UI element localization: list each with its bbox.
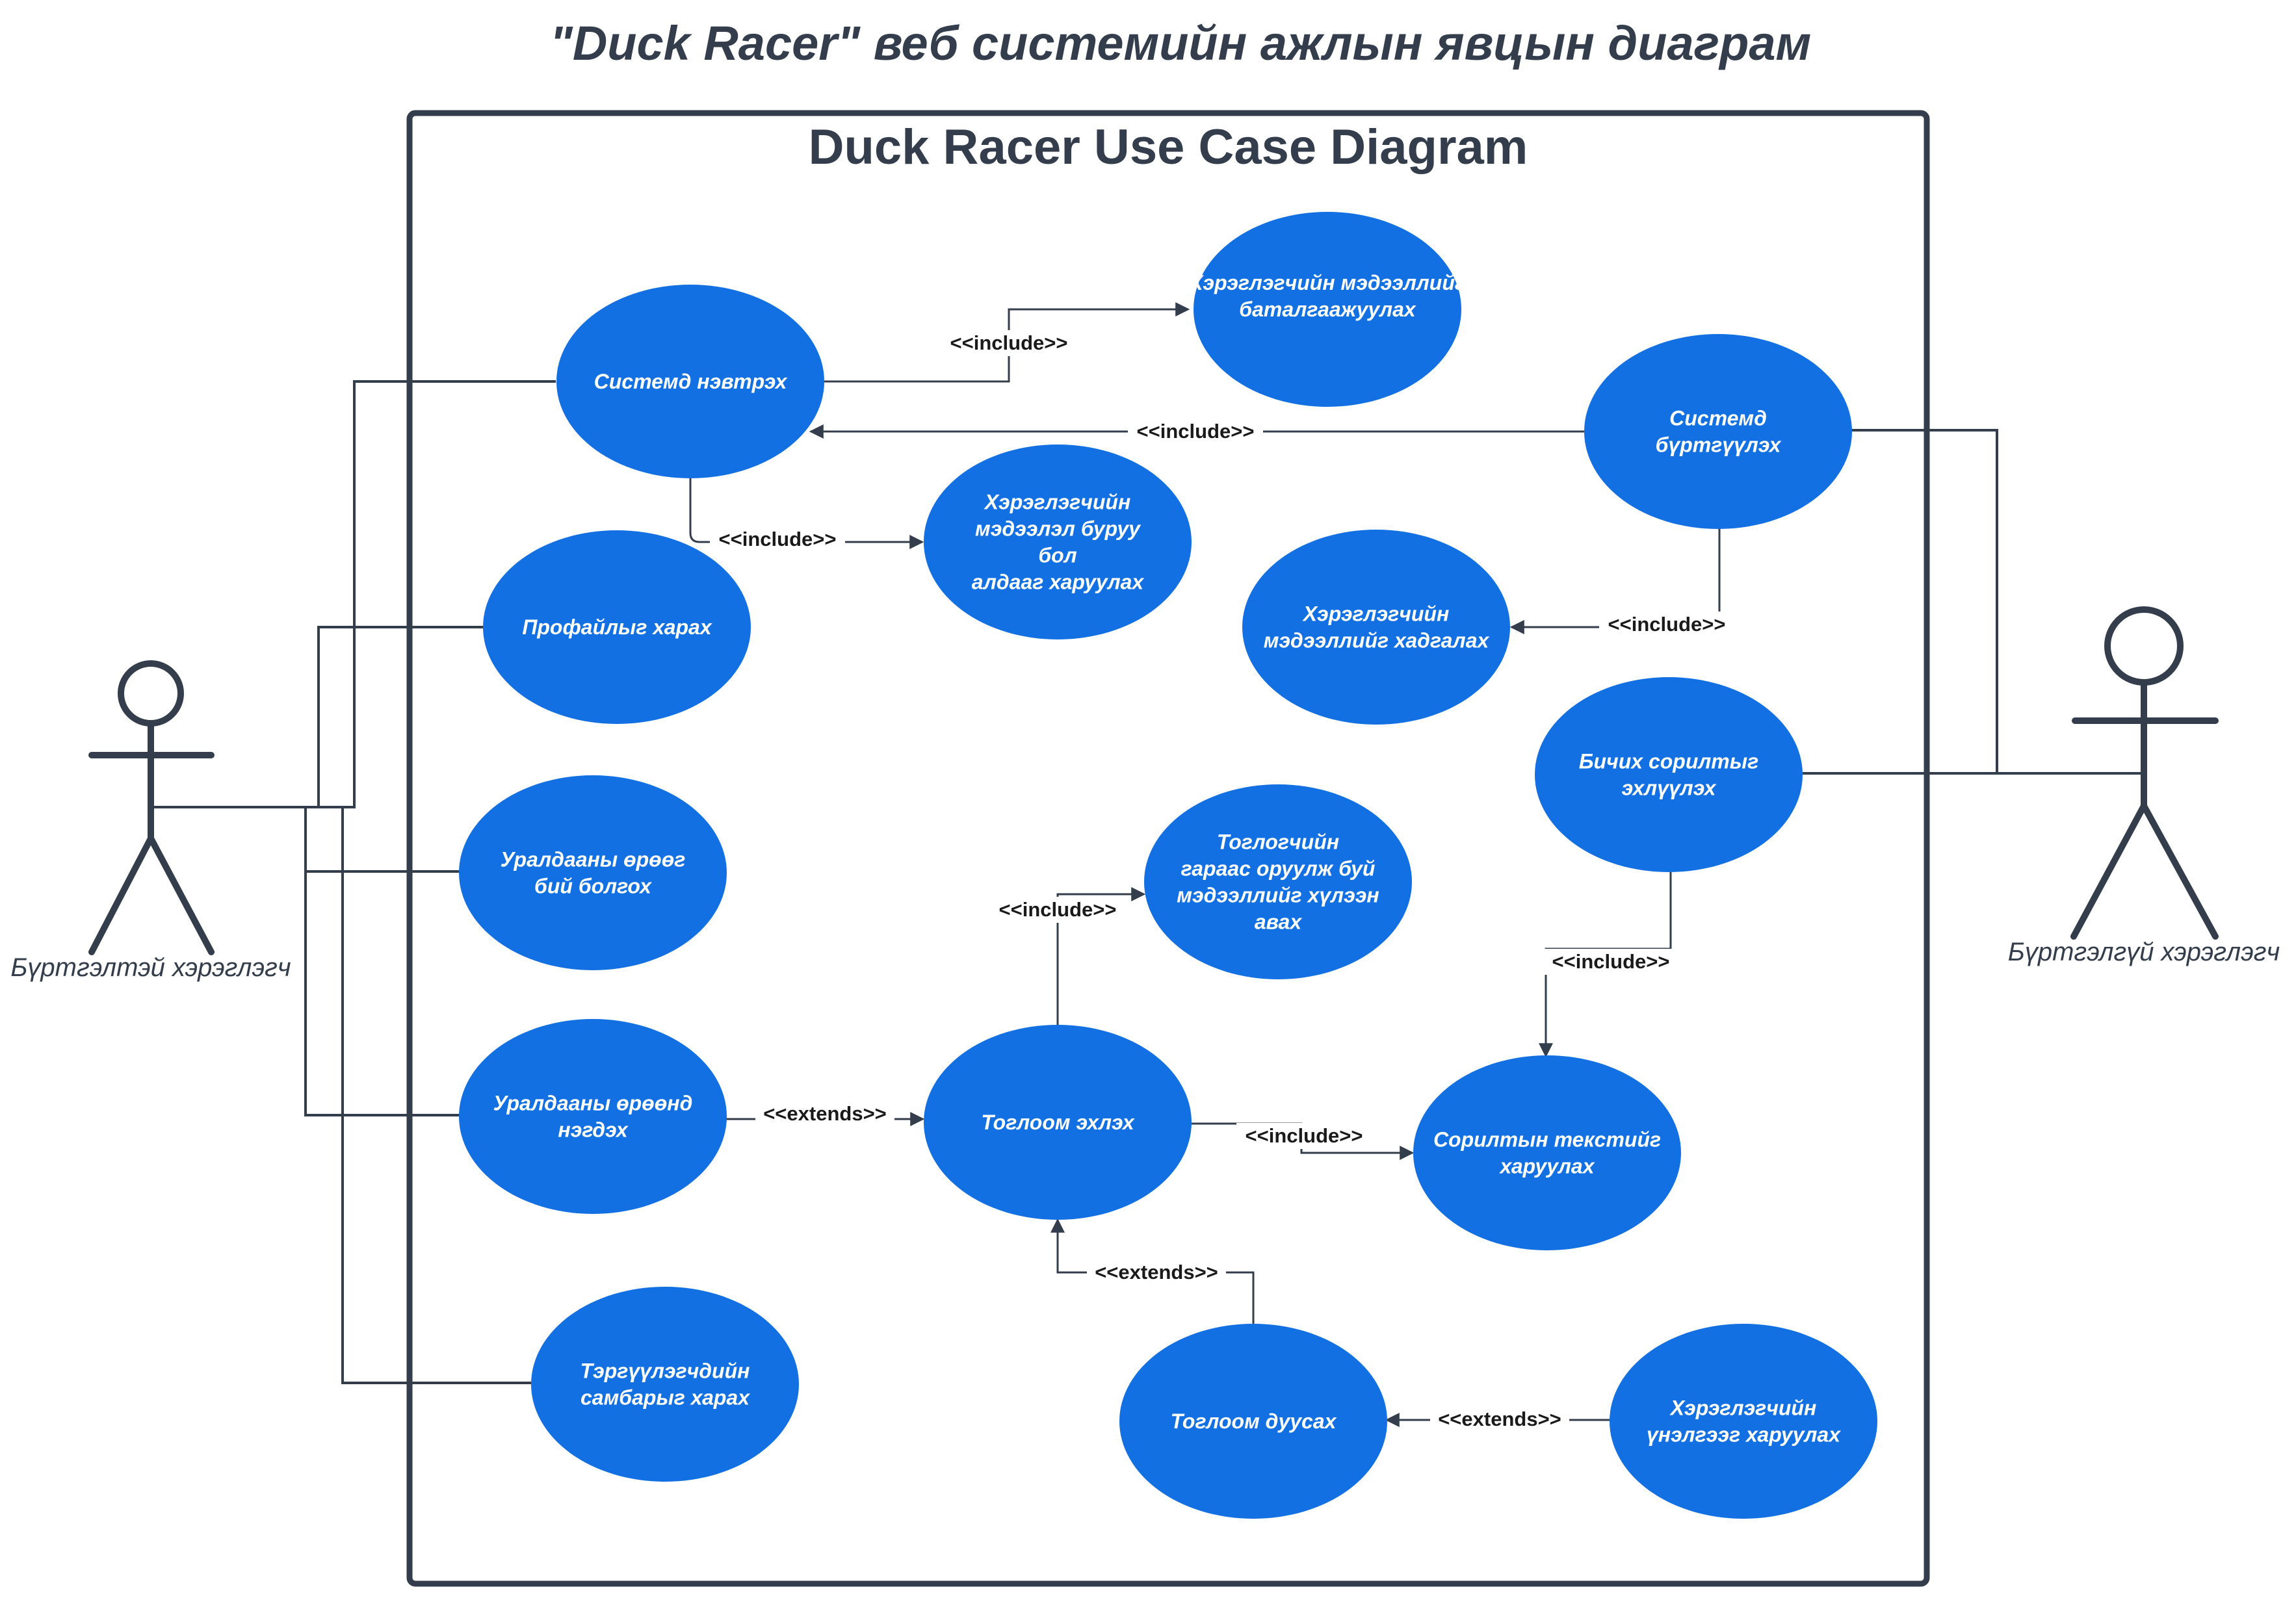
- use-case-label-line: Хэрэглэгчийн мэдээллийг: [1188, 271, 1466, 294]
- use-case-input[interactable]: Тоглогчийн гараас оруулж буй мэдээллийг хү…: [1144, 784, 1412, 979]
- use-case-label-line: гараас оруулж буй: [1181, 857, 1376, 881]
- actor-name-registered: Бүртгэлтэй хэрэглэгч: [10, 953, 291, 982]
- relation-label: <<include>>: [719, 528, 837, 550]
- actor-registered[interactable]: [88, 660, 215, 955]
- use-case-start[interactable]: Тоглоом эхлэх: [924, 1025, 1192, 1220]
- relation-label: <<extends>>: [1438, 1408, 1561, 1430]
- use-case-text[interactable]: Сорилтын текстийг харуулах: [1413, 1055, 1681, 1250]
- use-case-leaderboard[interactable]: Тэргүүлэгчдийн самбарыг харах: [531, 1287, 799, 1482]
- use-case-label-line: бүртгүүлэх: [1656, 433, 1782, 457]
- use-case-label: Тоглогчийн гараас оруулж буй мэдээллийг хү…: [1177, 831, 1379, 934]
- use-case-label-line: бол: [1038, 544, 1076, 567]
- line-start-input: [1056, 887, 1146, 1025]
- relation-label: <<extends>>: [763, 1102, 887, 1125]
- use-cases: Системд нэвтрэх Хэрэглэгчийн мэдээллийг б…: [459, 212, 1877, 1519]
- assoc-registered-leaderboard: [151, 806, 531, 1384]
- actor-legs: [88, 835, 215, 955]
- use-case-label-line: бий болгох: [534, 875, 652, 898]
- use-case-label: Тоглоом эхлэх: [981, 1111, 1135, 1134]
- use-case-label-line: самбарыг харах: [581, 1386, 750, 1410]
- line-login-error: [689, 478, 924, 549]
- use-case-label: Системд бүртгүүлэх: [1656, 407, 1782, 457]
- use-case-label-line: мэдээллийг хүлээн: [1177, 884, 1379, 907]
- use-case-end[interactable]: Тоглоом дуусах: [1119, 1324, 1387, 1519]
- use-case-label: Хэрэглэгчийн мэдээлэл буруу бол алдааг хару…: [972, 491, 1145, 594]
- use-case-label-line: нэгдэх: [558, 1118, 628, 1142]
- use-case-label: Хэрэглэгчийн мэдээллийг баталгаажуулах: [1188, 271, 1466, 321]
- use-case-join[interactable]: Уралдааны өрөөнд нэгдэх: [459, 1019, 727, 1214]
- use-case-rating[interactable]: Хэрэглэгчийн үнэлгээг харуулах: [1610, 1324, 1877, 1519]
- use-case-label-line: үнэлгээг харуулах: [1647, 1423, 1841, 1447]
- relation-label: <<extends>>: [1095, 1261, 1218, 1283]
- use-case-label: Сорилтын текстийг харуулах: [1433, 1128, 1661, 1178]
- use-case-label-line: мэдээлэл буруу: [975, 517, 1141, 541]
- use-case-label: Системд нэвтрэх: [594, 370, 788, 393]
- use-case-label-line: эхлүүлэх: [1622, 777, 1717, 800]
- association-lines: [151, 380, 2144, 1384]
- use-case-label-line: Уралдааны өрөөг: [501, 848, 686, 871]
- use-case-register[interactable]: Системд бүртгүүлэх: [1584, 334, 1852, 529]
- use-case-label-line: Уралдааны өрөөнд: [493, 1092, 693, 1115]
- use-case-label-line: Хэрэглэгчийн: [1302, 602, 1450, 626]
- relation-label: <<include>>: [1137, 420, 1255, 443]
- use-case-label-line: Тоглогчийн: [1217, 831, 1339, 854]
- relation-label: <<include>>: [1608, 613, 1726, 636]
- use-case-label-line: Хэрэглэгчийн: [984, 491, 1131, 514]
- use-case-label: Хэрэглэгчийн мэдээллийг хадгалах: [1264, 602, 1490, 652]
- use-case-label-line: харуулах: [1499, 1155, 1595, 1178]
- use-case-label-line: Сорилтын текстийг: [1433, 1128, 1661, 1152]
- relation-label: <<include>>: [1246, 1124, 1363, 1147]
- actor-name-unregistered: Бүртгэлгүй хэрэглэгч: [2008, 938, 2280, 966]
- use-case-label-line: алдааг харуулах: [972, 571, 1145, 594]
- actor-head: [118, 660, 184, 727]
- system-title: Duck Racer Use Case Diagram: [809, 120, 1528, 175]
- use-case-label-line: авах: [1255, 910, 1303, 934]
- use-case-label: Уралдааны өрөөг бий болгох: [501, 848, 686, 898]
- use-case-label: Профайлыг харах: [522, 615, 712, 639]
- use-case-label: Уралдааны өрөөнд нэгдэх: [493, 1092, 693, 1142]
- relation-labels: <<include>> <<include>> <<include>> <<in…: [710, 330, 1734, 1432]
- use-case-label: Бичих сорилтыг эхлүүлэх: [1579, 750, 1758, 800]
- system-boundary: [406, 110, 1930, 1587]
- actor-head: [2104, 606, 2184, 686]
- use-case-label-line: баталгаажуулах: [1239, 298, 1416, 321]
- relation-label: <<include>>: [999, 898, 1117, 921]
- relation-label: <<include>>: [950, 331, 1068, 354]
- assoc-registered-profile: [151, 626, 483, 808]
- use-case-room[interactable]: Уралдааны өрөөг бий болгох: [459, 775, 727, 970]
- use-case-error[interactable]: Хэрэглэгчийн мэдээлэл буруу бол алдааг хару…: [924, 445, 1192, 639]
- use-case-label-line: мэдээллийг хадгалах: [1264, 629, 1490, 652]
- actor-unregistered[interactable]: [2070, 606, 2219, 940]
- use-case-typing[interactable]: Бичих сорилтыг эхлүүлэх: [1535, 677, 1803, 872]
- use-case-label: Тоглоом дуусах: [1171, 1410, 1337, 1433]
- use-case-label-line: Бичих сорилтыг: [1579, 750, 1758, 773]
- use-case-label: Хэрэглэгчийн үнэлгээг харуулах: [1647, 1397, 1841, 1447]
- use-case-label-line: Хэрэглэгчийн: [1669, 1397, 1817, 1420]
- use-case-verify[interactable]: Хэрэглэгчийн мэдээллийг баталгаажуулах: [1188, 212, 1466, 407]
- use-case-login[interactable]: Системд нэвтрэх: [556, 285, 824, 478]
- line-login-verify: [824, 302, 1190, 383]
- use-case-profile[interactable]: Профайлыг харах: [483, 530, 751, 724]
- use-case-label-line: Тэргүүлэгчдийн: [581, 1360, 750, 1383]
- use-case-save[interactable]: Хэрэглэгчийн мэдээллийг хадгалах: [1242, 530, 1510, 725]
- figure-title: "Duck Racer" веб системийн ажлын явцын д…: [550, 16, 1811, 70]
- relation-label: <<include>>: [1552, 950, 1670, 973]
- actor-legs: [2070, 803, 2219, 940]
- use-case-label: Тэргүүлэгчдийн самбарыг харах: [581, 1360, 751, 1410]
- use-case-label-line: Системд: [1669, 407, 1767, 430]
